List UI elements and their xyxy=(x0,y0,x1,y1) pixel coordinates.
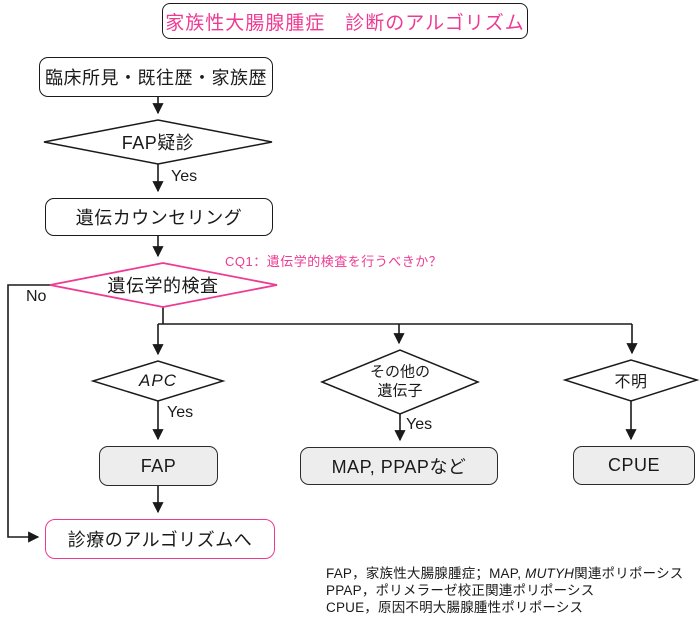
edge-label-yes-other: Yes xyxy=(406,416,433,433)
node-unknown-label: 不明 xyxy=(614,374,648,391)
node-fap-suspect-label: FAP疑診 xyxy=(121,133,195,153)
footnote-line3: CPUE，原因不明大腸腺腫性ポリポーシス xyxy=(326,600,584,615)
node-genetic-counseling: 遺伝カウンセリング xyxy=(45,198,273,236)
edge-label-yes-apc: Yes xyxy=(167,404,194,421)
node-clinical-findings: 臨床所見・既往歴・家族歴 xyxy=(39,57,273,97)
other-genes-diamond-shape xyxy=(320,349,480,415)
genetic-test-diamond-shape xyxy=(49,262,278,308)
figure-title: 家族性大腸腺腫症 診断のアルゴリズム xyxy=(162,3,528,39)
fap-suspect-diamond-shape xyxy=(43,119,273,165)
node-cpue: CPUE xyxy=(573,446,695,485)
footnote-line2: PPAP，ポリメラーゼ校正関連ポリポーシス xyxy=(326,583,595,598)
edge-label-yes-suspect: Yes xyxy=(171,168,198,185)
footnote-line1-post: 関連ポリポーシス xyxy=(574,566,684,581)
cq1-annotation: CQ1：遺伝学的検査を行うべきか？ xyxy=(225,254,443,269)
node-genetic-test-label: 遺伝学的検査 xyxy=(107,276,219,296)
node-other-genes-label: その他の 遺伝子 xyxy=(370,363,430,401)
node-map-ppap: MAP, PPAPなど xyxy=(300,447,498,485)
node-fap: FAP xyxy=(99,446,218,486)
node-other-genes-line2: 遺伝子 xyxy=(377,382,423,399)
node-apc-label: APC xyxy=(139,371,177,390)
edge-no-to-care xyxy=(7,284,50,543)
footnotes: FAP，家族性大腸腺腫症；MAP, MUTYH関連ポリポーシス PPAP，ポリメ… xyxy=(326,565,683,616)
unknown-diamond-shape xyxy=(562,359,700,402)
node-other-genes-line1: その他の xyxy=(369,363,431,381)
footnote-line1-gene: MUTYH xyxy=(525,566,575,581)
footnote-line1: FAP，家族性大腸腺腫症；MAP, MUTYH関連ポリポーシス xyxy=(326,565,683,582)
footnote-line1-pre: FAP，家族性大腸腺腫症；MAP, xyxy=(326,566,526,581)
edge-label-no: No xyxy=(26,288,47,305)
node-care-algorithm: 診療のアルゴリズムへ xyxy=(45,519,275,559)
apc-diamond-shape xyxy=(90,360,226,402)
